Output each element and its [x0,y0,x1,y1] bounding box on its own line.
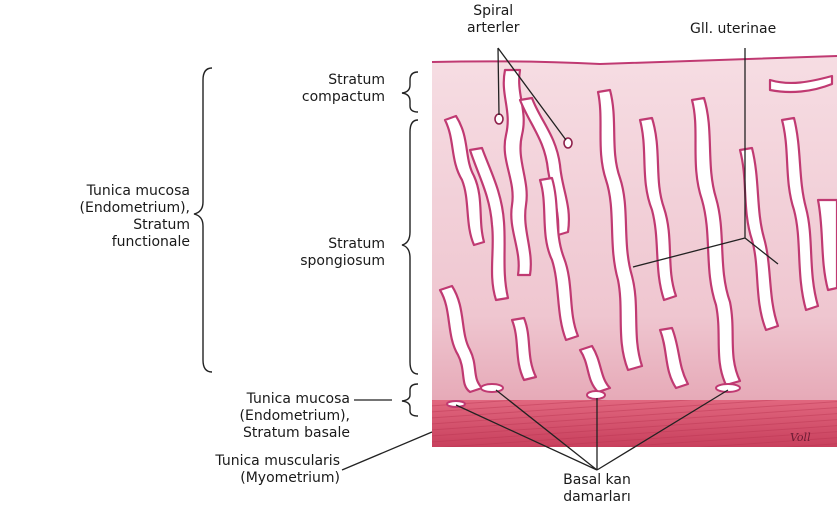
basal-vessel [587,391,605,399]
label-stratum-compactum: Stratum compactum [285,72,385,106]
label-line: (Endometrium), [180,408,350,425]
label-line: Stratum basale [180,425,350,442]
label-line: Stratum [20,217,190,234]
label-line: compactum [285,89,385,106]
label-line: arterler [467,20,519,37]
basal-vessel [716,384,740,392]
label-stratum-basale: Tunica mucosa (Endometrium), Stratum bas… [180,391,350,442]
basal-vessel [447,401,465,407]
label-line: Gll. uterinae [690,21,776,38]
brace-basale [402,384,418,416]
label-stratum-functionale: Tunica mucosa (Endometrium), Stratum fun… [20,183,190,251]
label-basal-vessels: Basal kan damarları [535,472,659,506]
label-spiral-arteries: Spiral arterler [467,3,519,37]
label-line: (Endometrium), [20,200,190,217]
brace-functionale [194,68,212,372]
brace-compactum [402,72,418,112]
spiral-artery [495,114,503,124]
label-line: Basal kan [535,472,659,489]
label-stratum-spongiosum: Stratum spongiosum [275,236,385,270]
label-line: Spiral [467,3,519,20]
artist-signature: Voll [790,431,811,444]
label-line: Tunica mucosa [20,183,190,200]
label-line: damarları [535,489,659,506]
label-line: Stratum [275,236,385,253]
muscularis-pointer [342,432,432,470]
myometrium-layer [432,400,837,447]
label-line: Tunica muscularis [160,453,340,470]
label-line: Stratum [285,72,385,89]
basal-vessel [481,384,503,392]
label-gll-uterinae: Gll. uterinae [690,21,776,38]
brace-spongiosum [402,120,418,374]
label-line: spongiosum [275,253,385,270]
label-line: Tunica mucosa [180,391,350,408]
label-tunica-muscularis: Tunica muscularis (Myometrium) [160,453,340,487]
label-line: (Myometrium) [160,470,340,487]
label-line: functionale [20,234,190,251]
